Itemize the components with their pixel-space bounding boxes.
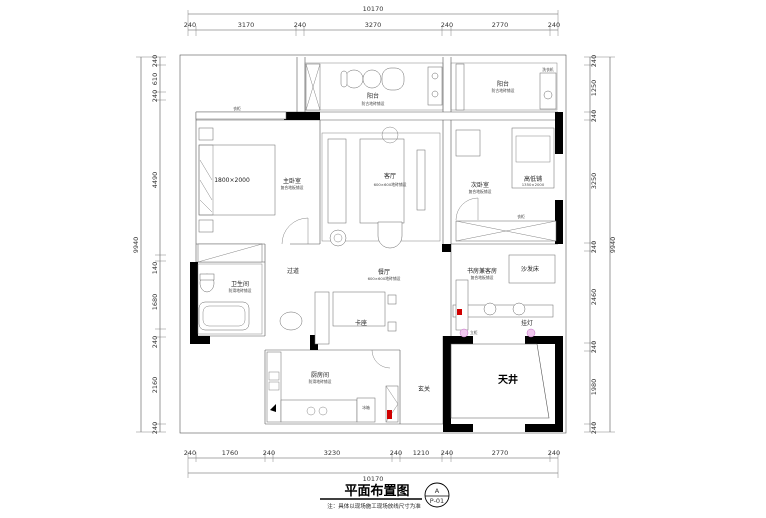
left-dimension: 2160 (151, 377, 159, 394)
living-room-label: 客厅 (384, 172, 396, 180)
hang-light-label: 挂灯 (521, 319, 533, 327)
balcony-2-label: 阳台 (497, 80, 509, 88)
right-dimension: 240 (590, 55, 598, 67)
washer-label: 洗衣机 (542, 67, 554, 72)
right-dimension: 3250 (590, 173, 598, 190)
balcony-1-note: 防古地砖铺设 (362, 101, 385, 106)
right-total-dimension: 9940 (609, 237, 617, 254)
balcony-1-label: 阳台 (367, 92, 379, 100)
title-block: 平面布置图 注：具体以现场施工现场放线尺寸为准 A P-01 (320, 482, 450, 510)
bathroom-label: 卫生间 (231, 280, 249, 288)
living-room: 客厅 600×600地砖铺设 (321, 126, 441, 249)
bottom-dimension: 240 (184, 449, 196, 457)
left-dimension: 240 (151, 422, 159, 434)
bottom-dimension: 3230 (324, 449, 341, 457)
kitchen: 冰箱 厨房间 防滑地砖铺设 (266, 349, 391, 423)
top-dimension: 3270 (365, 21, 382, 29)
right-dimension: 240 (590, 341, 598, 353)
right-dimension: 2460 (590, 289, 598, 306)
balcony-1: 阳台 防古地砖铺设 (304, 62, 444, 111)
corridor-label: 过道 (287, 267, 299, 275)
fridge-label: 冰箱 (362, 405, 370, 410)
right-dimension: 240 (590, 241, 598, 253)
top-dimension: 3170 (238, 21, 255, 29)
left-dimension: 240 (151, 90, 159, 102)
booth-label: 卡座 (355, 319, 367, 327)
second-bedroom-note: 复合地板铺设 (469, 189, 492, 194)
dining-note: 600×600地砖铺设 (368, 276, 401, 281)
balcony-2-note: 防古地砖铺设 (492, 88, 515, 93)
sheet-letter: A (435, 487, 440, 495)
second-bedroom: 次卧室 复合地板铺设 高低铺 1350×2000 衣柜 (455, 127, 557, 242)
right-dimension: 1250 (590, 80, 598, 97)
left-dimension: 140 (151, 262, 159, 274)
drawing-note: 注：具体以现场施工现场放线尺寸为准 (327, 502, 421, 510)
second-bedroom-label: 次卧室 (471, 181, 489, 189)
bunk-bed-label: 高低铺 (524, 175, 542, 183)
sofa-bed-label: 沙发床 (521, 265, 539, 273)
left-dimensions: 9940 240 610 240 4490 140 1680 240 2160 … (132, 55, 166, 434)
sheet-number: P-01 (430, 497, 444, 505)
study-note: 复合地板铺设 (471, 275, 494, 280)
top-dimension: 240 (548, 21, 560, 29)
bathroom-note: 防滑地砖铺设 (229, 288, 252, 293)
solid-walls (190, 112, 563, 432)
right-dimensions: 240 1250 240 3250 240 2460 240 1980 240 … (584, 55, 617, 434)
bunk-bed-size: 1350×2000 (522, 182, 545, 187)
kitchen-label: 厨房间 (311, 371, 329, 379)
bottom-dimension: 1760 (222, 449, 239, 457)
dining-label: 餐厅 (378, 268, 390, 276)
courtyard-label: 天井 (498, 373, 518, 386)
top-dimension: 240 (294, 21, 306, 29)
study: 沙发床 书房兼客房 复合地板铺设 挂灯 立柜 (452, 254, 556, 338)
right-dimension: 240 (590, 422, 598, 434)
left-dimension: 1680 (151, 294, 159, 311)
top-dimension: 2770 (492, 21, 509, 29)
top-dimensions: 10170 240 3170 240 3270 240 2770 240 (184, 5, 560, 36)
master-bedroom-label: 主卧室 (283, 177, 301, 185)
bottom-dimension: 240 (441, 449, 453, 457)
bottom-total-dimension: 10170 (363, 475, 384, 483)
entrance: 玄关 (385, 385, 430, 423)
left-dimension: 4490 (151, 172, 159, 189)
study-label: 书房兼客房 (467, 267, 497, 275)
living-room-note: 600×600地砖铺设 (374, 182, 407, 187)
drawing-title: 平面布置图 (344, 483, 409, 499)
left-total-dimension: 9940 (132, 237, 140, 254)
bottom-dimension: 240 (390, 449, 402, 457)
right-dimension: 240 (590, 110, 598, 122)
bottom-dimension: 240 (548, 449, 560, 457)
top-dimension: 240 (441, 21, 453, 29)
corridor-dining: 过道 餐厅 600×600地砖铺设 卡座 (197, 243, 401, 345)
left-dimension: 610 (151, 73, 159, 85)
left-dimension: 240 (151, 55, 159, 67)
balcony-2: 阳台 防古地砖铺设 洗衣机 (450, 62, 558, 111)
right-dimension: 1980 (590, 379, 598, 396)
wardrobe-label: 衣柜 (233, 106, 241, 111)
bathroom: 卫生间 防滑地砖铺设 (197, 263, 303, 335)
courtyard: 天井 (450, 343, 550, 419)
bed-size-label: 1800×2000 (214, 177, 250, 184)
kitchen-note: 防滑地砖铺设 (309, 379, 332, 384)
wardrobe-2-label: 衣柜 (517, 214, 525, 219)
entrance-label: 玄关 (418, 385, 430, 393)
top-dimension: 240 (184, 21, 196, 29)
bottom-dimension: 2770 (492, 449, 509, 457)
bottom-dimension: 1210 (413, 449, 430, 457)
master-bedroom: 衣柜 1800×2000 主卧室 复合地板铺设 (195, 106, 309, 245)
master-bedroom-note: 复合地板铺设 (281, 185, 304, 190)
stand-label: 立柜 (470, 330, 478, 335)
top-total-dimension: 10170 (363, 5, 384, 13)
bottom-dimensions: 240 1760 240 3230 240 1210 240 2770 240 … (184, 449, 560, 483)
bottom-dimension: 240 (263, 449, 275, 457)
left-dimension: 240 (151, 336, 159, 348)
